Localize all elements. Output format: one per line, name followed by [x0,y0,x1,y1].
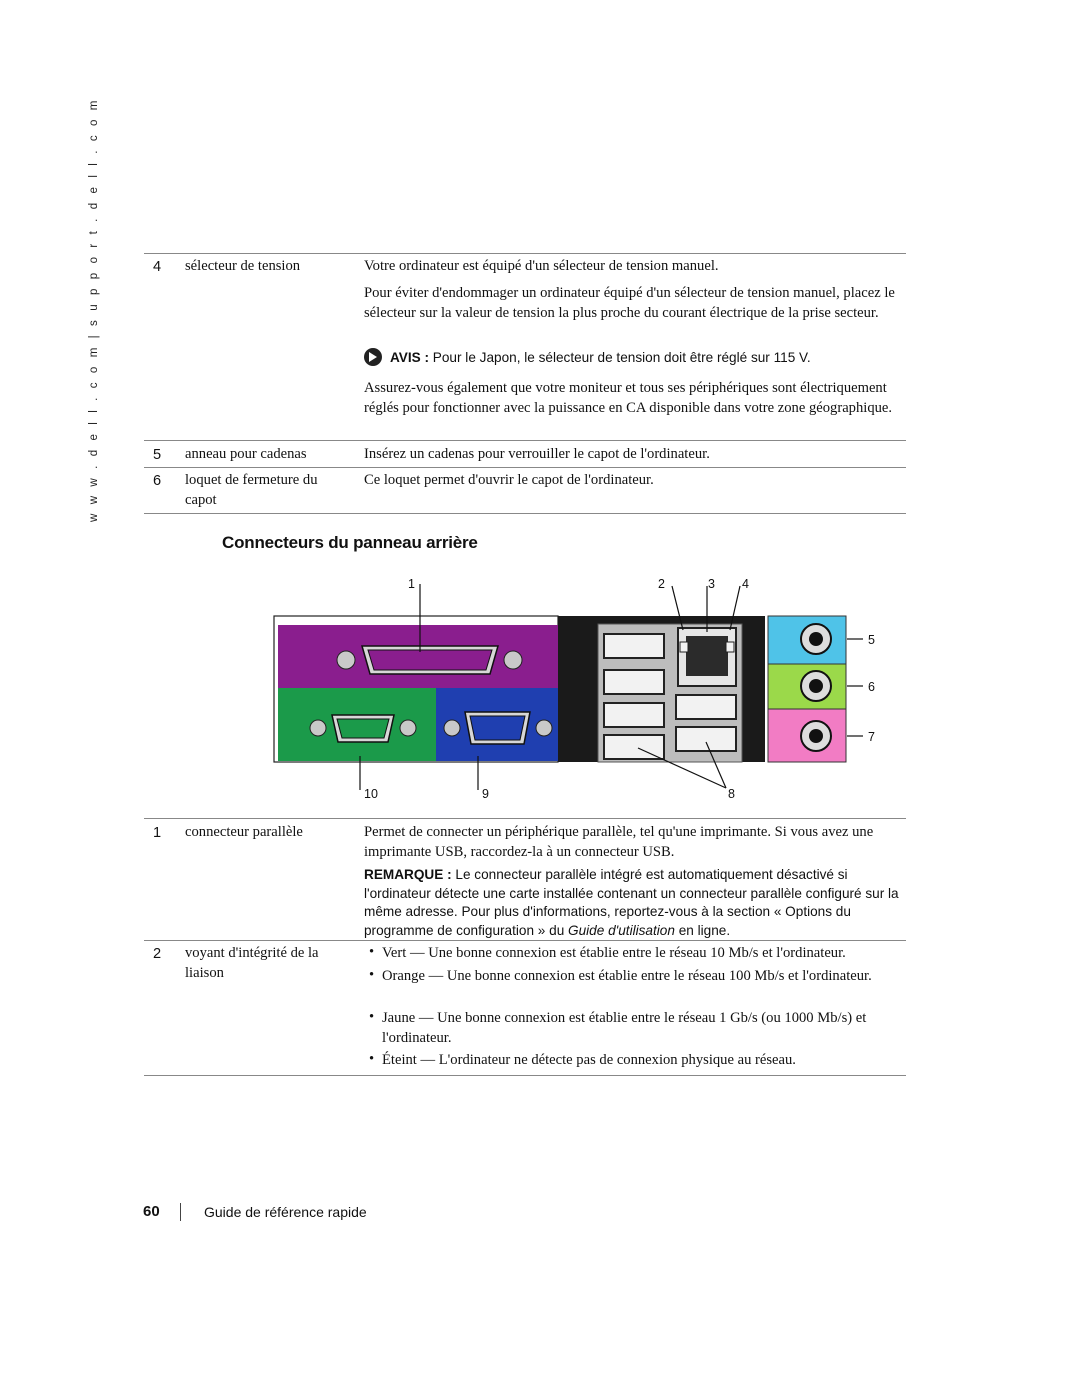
row-description: Pour éviter d'endommager un ordinateur é… [364,285,895,321]
note-body: Le connecteur parallèle intégré est auto… [364,867,899,938]
row-description: Permet de connecter un périphérique para… [364,824,874,860]
note-text: REMARQUE : Le connecteur parallèle intég… [364,866,904,940]
row-description: Votre ordinateur est équipé d'un sélecte… [364,258,719,274]
row-number: 5 [153,447,162,463]
bullet-dot: • [369,1051,375,1067]
table-rule [144,940,906,941]
table-rule [144,467,906,468]
table-rule [144,818,906,819]
audio-line-in [767,615,847,665]
bullet-dot: • [369,944,375,960]
bullet-dot: • [369,967,375,983]
row-number: 1 [153,825,162,841]
usb-ports [603,633,737,760]
bullet-dot: • [369,1009,375,1025]
row-number: 2 [153,946,162,962]
bullet-text: Jaune — Une bonne connexion est établie … [382,1010,867,1046]
row-description: Insérez un cadenas pour verrouiller le c… [364,446,710,462]
row-number: 6 [153,473,162,489]
callout-2: 2 [658,577,665,591]
row-description: Assurez-vous également que votre moniteu… [364,380,893,416]
table-rule [144,1075,906,1076]
callout-4: 4 [742,577,749,591]
table-rule [144,253,906,254]
row-description: Ce loquet permet d'ouvrir le capot de l'… [364,472,654,488]
table-rule [144,440,906,441]
row-label: anneau pour cadenas [185,446,307,462]
row-label: connecteur parallèle [185,824,303,840]
row-number: 4 [153,259,162,275]
row-label: voyant d'intégrité de la liaison [185,945,319,981]
bullet-text: Orange — Une bonne connexion est établie… [382,968,872,984]
callout-8: 8 [728,787,735,801]
page-number: 60 [143,1203,160,1220]
lan-port [677,627,737,687]
footer-title: Guide de référence rapide [204,1204,367,1220]
row-label: loquet de fermeture du capot [185,472,318,508]
rear-panel-figure: 1 2 3 4 5 6 7 8 9 10 [273,577,875,801]
bullet-text: Vert — Une bonne connexion est établie e… [382,945,846,961]
table-rule [144,513,906,514]
callout-10: 10 [364,787,378,801]
footer-separator [180,1203,181,1221]
callout-5: 5 [868,633,875,647]
callout-lines [359,584,863,790]
serial-connector [309,714,417,743]
audio-jacks [800,623,832,752]
callout-3: 3 [708,577,715,591]
callout-9: 9 [482,787,489,801]
section-title: Connecteurs du panneau arrière [222,533,478,552]
notice-text: AVIS : Pour le Japon, le sélecteur de te… [390,349,904,368]
notice-icon [364,348,382,366]
side-url: w w w . d e l l . c o m | s u p p o r t … [88,98,108,522]
row-label: sélecteur de tension [185,258,301,274]
parallel-connector [336,645,523,675]
callout-1: 1 [408,577,415,591]
note-prefix: REMARQUE : [364,867,452,882]
note-italic: Guide d'utilisation [568,922,675,938]
vga-connector [443,711,553,745]
callout-7: 7 [868,730,875,744]
bullet-text: Éteint — L'ordinateur ne détecte pas de … [382,1052,796,1068]
note-end: en ligne. [674,922,731,938]
notice-prefix: AVIS : [390,350,430,365]
callout-6: 6 [868,680,875,694]
notice-body: Pour le Japon, le sélecteur de tension d… [429,350,811,365]
side-url-text: w w w . d e l l . c o m | s u p p o r t … [88,97,100,522]
